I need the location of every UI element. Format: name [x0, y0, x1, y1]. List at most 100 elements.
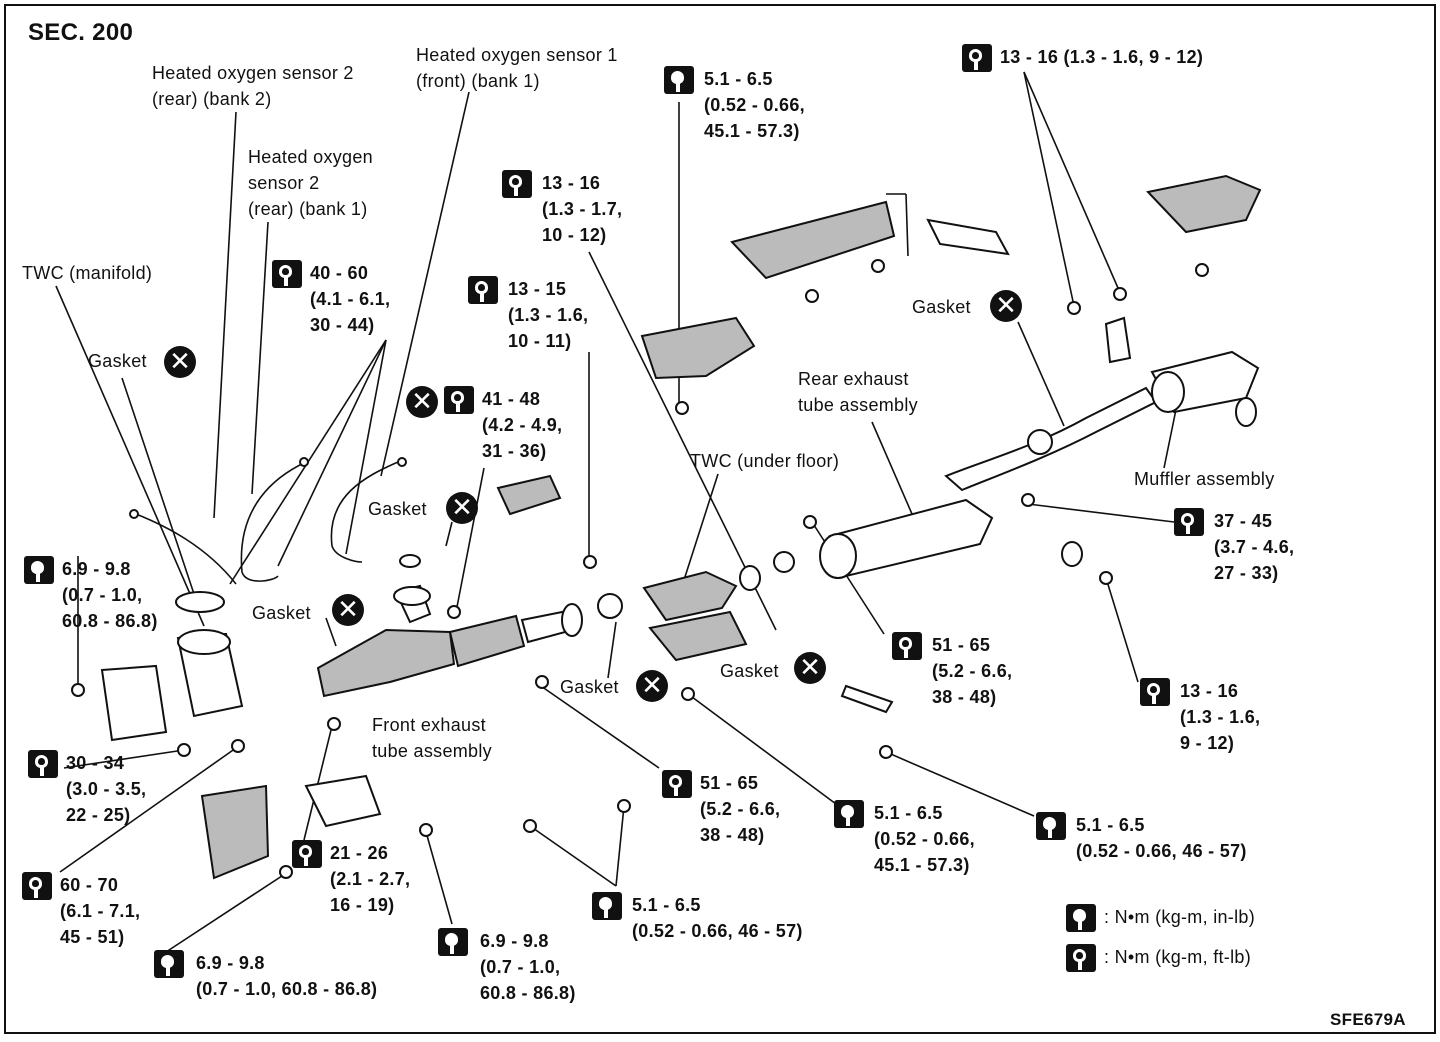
torque-30-34-l1: 30 - 34: [66, 753, 125, 773]
torque-21-26-l3: 16 - 19): [330, 895, 395, 915]
x-circle-icon: ✕: [794, 652, 826, 684]
manifold-twc-part: [100, 591, 382, 880]
torque-13-15-l3: 10 - 11): [508, 331, 572, 351]
torque-51-65a-l2: (5.2 - 6.6,: [700, 799, 781, 819]
torque-5165b-l2: (0.52 - 0.66, 46 - 57): [632, 921, 803, 941]
x-circle-icon: ✕: [332, 594, 364, 626]
x-circle-icon: ✕: [636, 670, 668, 702]
torque-wrench-icon: [1174, 508, 1204, 536]
label-hos1-bank1-line2: (front) (bank 1): [416, 71, 540, 91]
torque-51-65top-l2: (0.52 - 0.66,: [704, 95, 805, 115]
label-hos2-bank2-line1: Heated oxygen sensor 2: [152, 63, 354, 83]
torque-wrench-icon: [502, 170, 532, 198]
torque-wrench-icon: [662, 770, 692, 798]
torque-wrench-in-lb-icon: [834, 800, 864, 828]
torque-41-48-l3: 31 - 36): [482, 441, 547, 461]
torque-69-98mid-l2: (0.7 - 1.0,: [480, 957, 561, 977]
torque-13-16a-l3: 10 - 12): [542, 225, 607, 245]
torque-wrench-icon: [22, 872, 52, 900]
torque-5165c-l3: 45.1 - 57.3): [874, 855, 970, 875]
torque-69-98left-l2: (0.7 - 1.0,: [62, 585, 143, 605]
torque-21-26-l2: (2.1 - 2.7,: [330, 869, 411, 889]
torque-5165c-l1: 5.1 - 6.5: [874, 803, 943, 823]
torque-37-45-l2: (3.7 - 4.6,: [1214, 537, 1295, 557]
torque-21-26-l1: 21 - 26: [330, 843, 389, 863]
torque-51-65a-l3: 38 - 48): [700, 825, 765, 845]
diagram-sheet: SEC. 200 Heated oxygen sensor 2 (rear) (…: [4, 4, 1436, 1034]
legend-ft-lb-icon: [1066, 944, 1096, 972]
underfloor-twc-part: [642, 551, 795, 662]
torque-69-98left-l1: 6.9 - 9.8: [62, 559, 131, 579]
label-gasket-1: Gasket: [88, 351, 147, 371]
torque-13-15-l1: 13 - 15: [508, 279, 567, 299]
label-front-tube-line1: Front exhaust: [372, 715, 486, 735]
figure-code: SFE679A: [1330, 1010, 1406, 1029]
torque-wrench-icon: [468, 276, 498, 304]
rear-exhaust-and-muffler-part: [819, 316, 1260, 714]
label-gasket-6: Gasket: [720, 661, 779, 681]
torque-13-16right-l1: 13 - 16: [1180, 681, 1239, 701]
torque-69-98mid-l1: 6.9 - 9.8: [480, 931, 549, 951]
torque-5165b-l1: 5.1 - 6.5: [632, 895, 701, 915]
leader-lines: [55, 71, 1181, 953]
torque-41-48-l2: (4.2 - 4.9,: [482, 415, 563, 435]
legend-in-lb-icon: [1066, 904, 1096, 932]
label-hos2-bank1-line3: (rear) (bank 1): [248, 199, 368, 219]
torque-13-16a-l2: (1.3 - 1.7,: [542, 199, 623, 219]
torque-wrench-in-lb-icon: [438, 928, 468, 956]
torque-51-65b-l3: 38 - 48): [932, 687, 997, 707]
legend-ft-lb-text: : N•m (kg-m, ft-lb): [1104, 947, 1251, 967]
torque-wrench-in-lb-icon: [24, 556, 54, 584]
torque-wrench-in-lb-icon: [154, 950, 184, 978]
label-hos2-bank2-line2: (rear) (bank 2): [152, 89, 272, 109]
torque-wrench-icon: [1140, 678, 1170, 706]
torque-13-16a-l1: 13 - 16: [542, 173, 601, 193]
bolts: [71, 259, 1209, 879]
label-hos2-bank1-line1: Heated oxygen: [248, 147, 373, 167]
label-gasket-4: Gasket: [912, 297, 971, 317]
x-circle-icon: ✕: [446, 492, 478, 524]
torque-60-70-l2: (6.1 - 7.1,: [60, 901, 141, 921]
torque-5165c-l2: (0.52 - 0.66,: [874, 829, 975, 849]
torque-5165d-l2: (0.52 - 0.66, 46 - 57): [1076, 841, 1247, 861]
torque-69-98left-l3: 60.8 - 86.8): [62, 611, 158, 631]
torque-51-65top-l1: 5.1 - 6.5: [704, 69, 773, 89]
torque-69-98bottom-l2: (0.7 - 1.0, 60.8 - 86.8): [196, 979, 378, 999]
oxygen-sensor-wires: [129, 457, 407, 585]
torque-37-45-l1: 37 - 45: [1214, 511, 1273, 531]
torque-wrench-icon: [292, 840, 322, 868]
torque-wrench-in-lb-icon: [1036, 812, 1066, 840]
label-hos1-bank1-line1: Heated oxygen sensor 1: [416, 45, 618, 65]
torque-30-34-l2: (3.0 - 3.5,: [66, 779, 147, 799]
x-circle-icon: ✕: [990, 290, 1022, 322]
x-circle-icon: ✕: [406, 386, 438, 418]
torque-69-98bottom-l1: 6.9 - 9.8: [196, 953, 265, 973]
legend-in-lb-text: : N•m (kg-m, in-lb): [1104, 907, 1256, 927]
label-hos2-bank1-line2: sensor 2: [248, 173, 320, 193]
torque-51-65top-l3: 45.1 - 57.3): [704, 121, 800, 141]
label-gasket-5: Gasket: [560, 677, 619, 697]
torque-40-60-l1: 40 - 60: [310, 263, 369, 283]
torque-51-65b-l2: (5.2 - 6.6,: [932, 661, 1013, 681]
label-front-tube-line2: tube assembly: [372, 741, 492, 761]
torque-41-48-l1: 41 - 48: [482, 389, 541, 409]
torque-wrench-icon: [272, 260, 302, 288]
torque-40-60-l3: 30 - 44): [310, 315, 375, 335]
torque-wrench-icon: [28, 750, 58, 778]
torque-13-16right-l2: (1.3 - 1.6,: [1180, 707, 1261, 727]
label-muffler: Muffler assembly: [1134, 469, 1275, 489]
torque-37-45-l3: 27 - 33): [1214, 563, 1279, 583]
label-gasket-3: Gasket: [252, 603, 311, 623]
torque-69-98mid-l3: 60.8 - 86.8): [480, 983, 576, 1003]
label-gasket-2: Gasket: [368, 499, 427, 519]
x-circle-icon: ✕: [164, 346, 196, 378]
torque-wrench-icon: [444, 386, 474, 414]
heat-shields: [640, 174, 1262, 380]
torque-51-65a-l1: 51 - 65: [700, 773, 759, 793]
torque-30-34-l3: 22 - 25): [66, 805, 131, 825]
torque-13-16right-l3: 9 - 12): [1180, 733, 1235, 753]
torque-wrench-in-lb-icon: [664, 66, 694, 94]
section-title: SEC. 200: [28, 19, 134, 46]
torque-60-70-l1: 60 - 70: [60, 875, 119, 895]
label-rear-tube-line1: Rear exhaust: [798, 369, 909, 389]
